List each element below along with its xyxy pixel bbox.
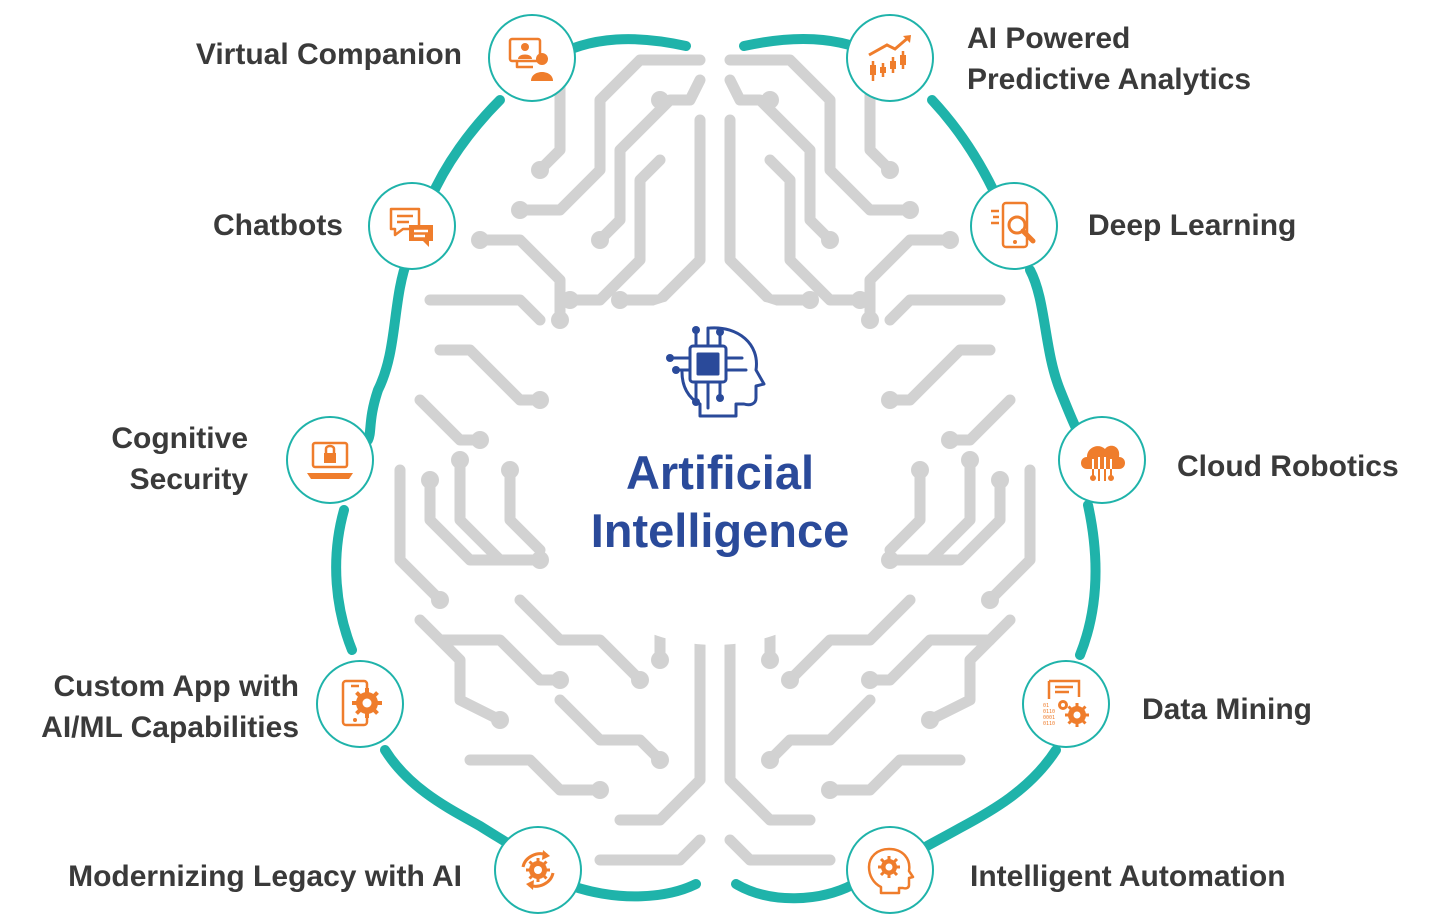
label-line: Modernizing Legacy with AI [68, 860, 462, 893]
node-modernizing-legacy [494, 826, 582, 914]
label-deep-learning: Deep Learning [1088, 205, 1296, 246]
circuit-nodes [421, 91, 1009, 799]
label-line: Security [129, 463, 248, 496]
svg-text:0001: 0001 [1043, 715, 1055, 721]
svg-text:01: 01 [1043, 703, 1049, 709]
phone-search-icon [991, 201, 1036, 249]
video-call-icon [508, 37, 553, 81]
label-intelligent-automation: Intelligent Automation [970, 856, 1286, 897]
head-gear-icon [867, 847, 915, 895]
label-chatbots: Chatbots [213, 205, 343, 246]
phone-gear-icon [341, 679, 382, 727]
center-title-line2: Intelligence [590, 504, 850, 557]
center-clearing [535, 295, 895, 645]
label-line: AI Powered [967, 22, 1131, 55]
svg-text:0110: 0110 [1043, 721, 1055, 727]
laptop-lock-icon [307, 441, 353, 479]
label-modernizing-legacy: Modernizing Legacy with AI [68, 856, 462, 897]
label-line: Data Mining [1142, 693, 1312, 726]
node-cognitive-security [286, 416, 374, 504]
node-custom-app [316, 660, 404, 748]
label-line: Cognitive [111, 422, 248, 455]
node-predictive-analytics [846, 14, 934, 102]
svg-text:0110: 0110 [1043, 709, 1055, 715]
brain-outline [331, 34, 1101, 904]
label-data-mining: Data Mining [1142, 689, 1312, 730]
label-line: Deep Learning [1088, 209, 1297, 242]
node-deep-learning [970, 182, 1058, 270]
node-intelligent-automation [846, 826, 934, 914]
label-line: Chatbots [213, 209, 343, 242]
node-virtual-companion [488, 14, 576, 102]
center-title-line1: Artificial [625, 446, 815, 499]
label-line: Custom App with [53, 670, 299, 703]
candlestick-chart-icon [868, 35, 911, 81]
label-predictive-analytics: AI Powered Predictive Analytics [967, 18, 1251, 100]
node-chatbots [368, 182, 456, 270]
label-line: Virtual Companion [195, 38, 462, 71]
label-line: AI/ML Capabilities [41, 711, 299, 744]
cloud-circuit-icon [1081, 445, 1125, 481]
center-title: Artificial Intelligence [555, 444, 885, 560]
label-custom-app: Custom App with AI/ML Capabilities [41, 666, 299, 748]
ai-head-chip-icon [666, 326, 766, 418]
chat-bubbles-icon [389, 207, 433, 247]
label-cloud-robotics: Cloud Robotics [1177, 446, 1399, 487]
label-line: Predictive Analytics [967, 63, 1252, 96]
label-virtual-companion: Virtual Companion [196, 34, 462, 75]
label-cognitive-security: Cognitive Security [111, 418, 248, 500]
gear-cycle-icon [521, 850, 555, 890]
node-cloud-robotics [1058, 416, 1146, 504]
label-line: Cloud Robotics [1177, 450, 1399, 483]
circuit-traces [394, 54, 1036, 866]
label-line: Intelligent Automation [970, 860, 1286, 893]
